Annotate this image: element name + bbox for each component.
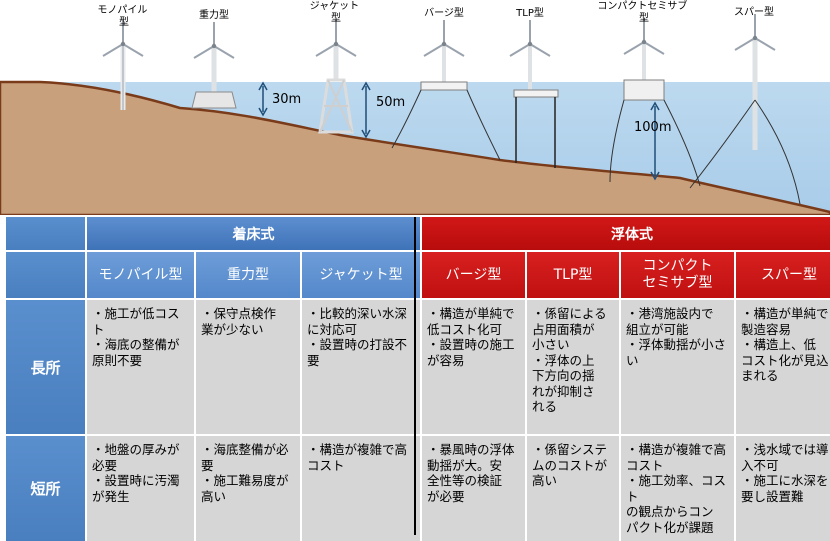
cell-dis-jacket: ・構造が複雑で高 コスト	[302, 436, 420, 541]
label-barge: バージ型	[424, 6, 464, 19]
col-header-spar: スパー型	[736, 252, 830, 298]
cell-text: ・施工が低コスト ・海底の整備が 原則不要	[92, 306, 180, 368]
cell-dis-gravity: ・海底整備が必 要 ・施工難易度が 高い	[196, 436, 300, 541]
cell-dis-tlp: ・係留システ ムのコストが 高い	[527, 436, 619, 541]
col-header-gravity: 重力型	[196, 252, 300, 298]
depth-label-100m: 100m	[634, 120, 671, 135]
label-spar: スパー型	[734, 5, 774, 18]
cell-dis-spar: ・浅水域では導 入不可 ・施工に水深を 要し設置難	[736, 436, 830, 541]
group-header-fixed: 着床式	[87, 217, 420, 250]
label-barge-l1: バージ型	[424, 6, 464, 19]
fixed-floating-divider	[414, 217, 416, 535]
cell-adv-jacket: ・比較的深い水深 に対応可 ・設置時の打設不 要	[302, 300, 420, 434]
depth-arrow-50m	[361, 81, 371, 139]
turbine-semisub	[609, 17, 701, 187]
label-monopile-l1: モノパイル	[97, 4, 147, 16]
depth-arrow-30m	[258, 81, 268, 117]
cell-text: ・港湾施設内で 組立が可能 ・浮体動揺が小さ い	[626, 306, 727, 368]
col-header-barge: バージ型	[422, 252, 525, 298]
cell-adv-monopile: ・施工が低コスト ・海底の整備が 原則不要	[87, 300, 194, 434]
row-header-disadvantages: 短所	[6, 436, 85, 541]
cell-text: ・係留による 占用面積が 小さい ・浮体の上 下方向の揺 れが抑制さ れる	[532, 306, 607, 414]
table-corner-2	[6, 252, 85, 298]
col-header-tlp: TLP型	[527, 252, 619, 298]
label-gravity: 重力型	[199, 8, 229, 21]
cell-text: ・構造が複雑で高 コスト	[307, 442, 408, 473]
comparison-table: 着床式 浮体式 モノパイル型 重力型 ジャケット型 バージ型 TLP型 コンパク…	[6, 217, 830, 541]
cell-text: ・構造が単純で 製造容易 ・構造上、低 コスト化が見込 まれる	[741, 306, 829, 383]
cell-dis-semisub: ・構造が複雑で高 コスト ・施工効率、コスト の観点からコン パクト化が課題	[621, 436, 734, 541]
turbine-gravity	[191, 21, 237, 109]
label-jacket-l1: ジャケット	[310, 0, 360, 12]
depth-label-30m: 30m	[272, 92, 301, 107]
label-semisub: コンパクトセミサブ 型	[597, 0, 690, 24]
cell-adv-semisub: ・港湾施設内で 組立が可能 ・浮体動揺が小さ い	[621, 300, 734, 434]
label-semisub-l1: コンパクトセミサブ	[597, 0, 687, 12]
cell-adv-barge: ・構造が単純で 低コスト化可 ・設置時の施工 が容易	[422, 300, 525, 434]
depth-label-50m: 50m	[376, 95, 405, 110]
cell-text: ・暴風時の浮体 動揺が大。安 全性等の検証 が必要	[427, 442, 515, 504]
seabed	[0, 80, 830, 215]
cell-text: ・構造が複雑で高 コスト ・施工効率、コスト の観点からコン パクト化が課題	[626, 442, 727, 535]
turbine-tlp	[509, 19, 559, 168]
cell-text: ・海底整備が必 要 ・施工難易度が 高い	[201, 442, 289, 504]
label-tlp-l1: TLP型	[515, 6, 544, 19]
label-gravity-l1: 重力型	[199, 8, 229, 21]
turbine-barge	[391, 19, 501, 161]
label-jacket-l2: 型	[331, 11, 341, 24]
label-tlp: TLP型	[515, 6, 544, 19]
label-monopile: モノパイル 型	[97, 4, 150, 28]
cell-adv-gravity: ・保守点検作 業が少ない	[196, 300, 300, 434]
label-semisub-l2: 型	[639, 11, 649, 24]
label-jacket: ジャケット 型	[310, 0, 363, 24]
group-header-floating: 浮体式	[422, 217, 830, 250]
table-corner	[6, 217, 85, 250]
col-header-jacket: ジャケット型	[302, 252, 420, 298]
turbine-monopile	[102, 19, 144, 110]
turbine-types-diagram: 30m 50m 100m モノパイル 型 重力型 ジャケット 型 バージ型 TL…	[0, 0, 830, 215]
cell-text: ・係留システ ムのコストが 高い	[532, 442, 608, 488]
label-monopile-l2: 型	[119, 15, 129, 28]
cell-dis-barge: ・暴風時の浮体 動揺が大。安 全性等の検証 が必要	[422, 436, 525, 541]
cell-text: ・浅水域では導 入不可 ・施工に水深を 要し設置難	[741, 442, 829, 504]
cell-adv-tlp: ・係留による 占用面積が 小さい ・浮体の上 下方向の揺 れが抑制さ れる	[527, 300, 619, 434]
turbine-jacket	[315, 19, 357, 134]
cell-dis-monopile: ・地盤の厚みが 必要 ・設置時に汚濁 が発生	[87, 436, 194, 541]
col-header-monopile: モノパイル型	[87, 252, 194, 298]
cell-text: ・構造が単純で 低コスト化可 ・設置時の施工 が容易	[427, 306, 515, 368]
cell-text: ・地盤の厚みが 必要 ・設置時に汚濁 が発生	[92, 442, 180, 504]
depth-arrow-100m	[650, 101, 660, 181]
cell-adv-spar: ・構造が単純で 製造容易 ・構造上、低 コスト化が見込 まれる	[736, 300, 830, 434]
col-header-semisub: コンパクト セミサブ型	[621, 252, 734, 298]
cell-text: ・保守点検作 業が少ない	[201, 306, 277, 337]
turbine-spar	[689, 13, 801, 205]
label-spar-l1: スパー型	[734, 5, 774, 18]
cell-text: ・比較的深い水深 に対応可 ・設置時の打設不 要	[307, 306, 408, 368]
row-header-advantages: 長所	[6, 300, 85, 434]
